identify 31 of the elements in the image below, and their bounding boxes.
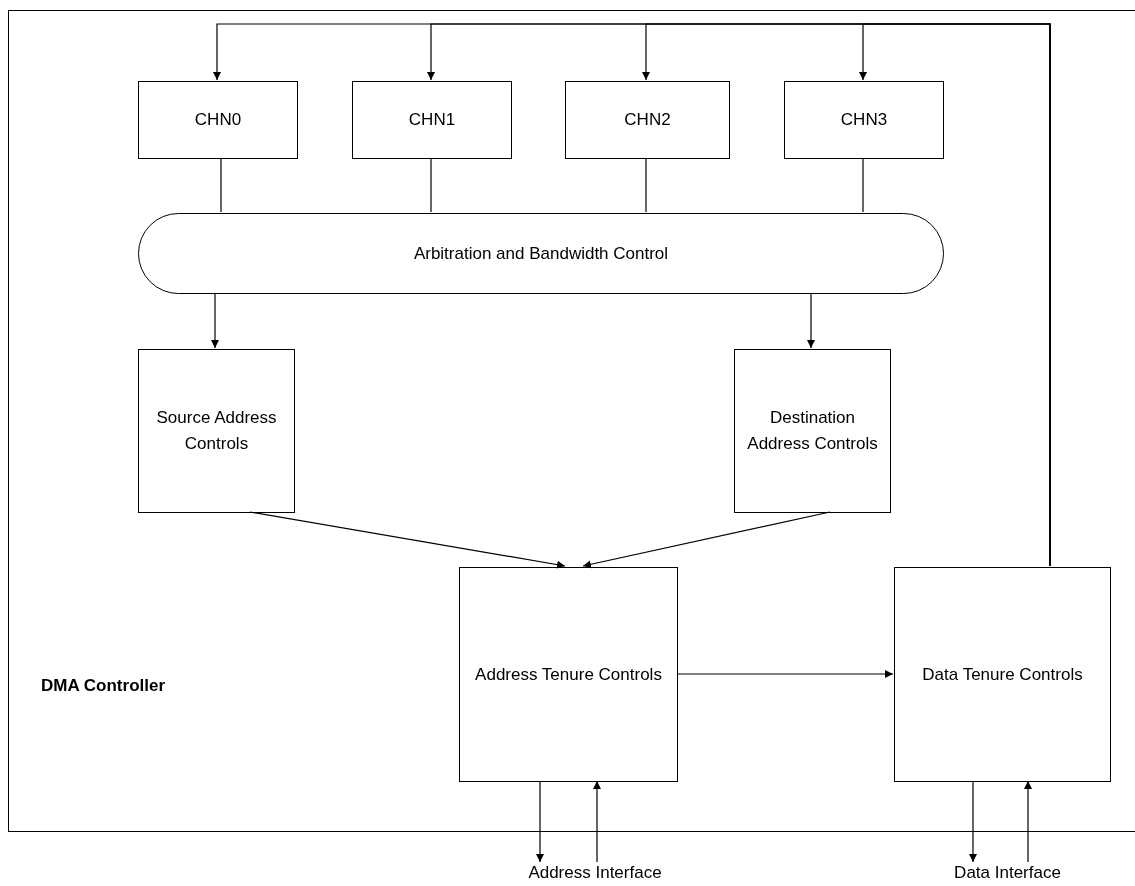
- block-box: [138, 349, 295, 513]
- arrow: [593, 780, 601, 863]
- node-label: CHN1: [408, 109, 456, 131]
- arrow: [536, 780, 544, 863]
- block-box: [352, 81, 512, 159]
- arrow: [807, 292, 815, 349]
- arrow: [582, 511, 831, 569]
- node-label: Data Tenure Controls: [922, 663, 1083, 686]
- arrow: [249, 511, 566, 569]
- node-label: CHN2: [624, 109, 671, 131]
- arrow: [969, 780, 977, 863]
- block-box: [459, 567, 678, 782]
- interface-label: Data Interface: [925, 862, 1090, 884]
- block-box: [734, 349, 891, 513]
- node-label: Address Tenure Controls: [475, 663, 662, 686]
- arrow: [211, 292, 219, 349]
- node-label: Destination Address Controls: [747, 407, 878, 455]
- block-box: [138, 81, 298, 159]
- arrow: [859, 23, 1051, 567]
- node-label: CHN0: [194, 109, 242, 131]
- interface-label: Address Interface: [495, 862, 695, 884]
- block-box: [565, 81, 730, 159]
- node-label: Arbitration and Bandwidth Control: [413, 242, 669, 265]
- arrow: [1024, 780, 1032, 863]
- block-box: [784, 81, 944, 159]
- node-label: CHN3: [840, 109, 888, 131]
- arrow: [676, 670, 894, 678]
- controller-frame: [8, 10, 1135, 832]
- block-box: [894, 567, 1111, 782]
- controller-title: DMA Controller: [41, 675, 166, 697]
- node-label: Source Address Controls: [155, 407, 278, 455]
